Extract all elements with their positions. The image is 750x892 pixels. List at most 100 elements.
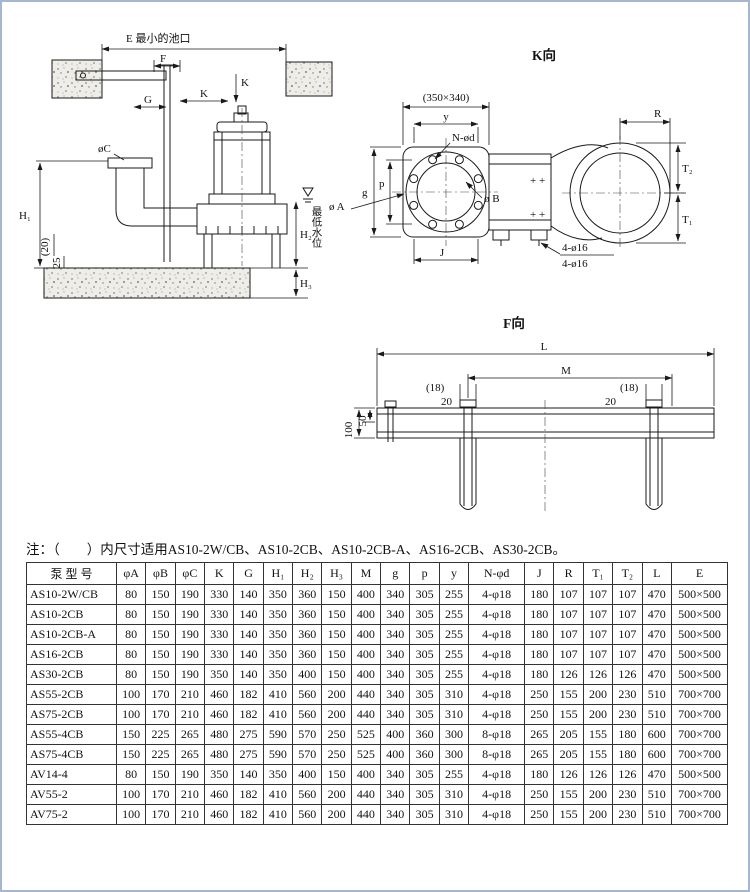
value-cell: 107 bbox=[582, 624, 614, 645]
value-cell: 210 bbox=[174, 784, 206, 805]
value-cell: 250 bbox=[321, 724, 352, 745]
value-cell: 210 bbox=[174, 704, 206, 725]
value-cell: 510 bbox=[641, 804, 672, 825]
k-view-dims bbox=[370, 102, 686, 264]
value-cell: 182 bbox=[233, 704, 264, 725]
value-cell: 150 bbox=[145, 764, 176, 785]
dim-label-k-height: K bbox=[241, 77, 249, 89]
column-header: J bbox=[524, 562, 555, 585]
value-cell: 350 bbox=[262, 624, 294, 645]
value-cell: 340 bbox=[380, 644, 411, 665]
column-header: G bbox=[233, 562, 264, 585]
value-cell: 275 bbox=[233, 724, 264, 745]
value-cell: 200 bbox=[321, 784, 352, 805]
value-cell: 126 bbox=[553, 764, 584, 785]
k-view bbox=[392, 136, 684, 250]
value-cell: 330 bbox=[204, 624, 235, 645]
value-cell: 255 bbox=[438, 664, 470, 685]
dim-label-g-small: g bbox=[362, 187, 368, 199]
value-cell: 200 bbox=[582, 804, 614, 825]
value-cell: 300 bbox=[438, 744, 470, 765]
value-cell: 107 bbox=[612, 624, 643, 645]
dim-label-plate-size: (350×340) bbox=[423, 92, 470, 104]
value-cell: 305 bbox=[409, 764, 440, 785]
value-cell: 150 bbox=[145, 584, 176, 605]
value-cell: 305 bbox=[409, 684, 440, 705]
bolt-note-bottom: 4-ø16 bbox=[562, 258, 588, 270]
column-header: R bbox=[553, 562, 584, 585]
value-cell: 440 bbox=[350, 784, 382, 805]
model-cell: AS55-2CB bbox=[26, 684, 117, 705]
value-cell: 400 bbox=[380, 724, 411, 745]
value-cell: 8-φ18 bbox=[468, 724, 526, 745]
value-cell: 4-φ18 bbox=[468, 804, 526, 825]
value-cell: 410 bbox=[262, 684, 294, 705]
value-cell: 600 bbox=[641, 724, 672, 745]
column-header: M bbox=[350, 562, 382, 585]
value-cell: 360 bbox=[292, 644, 323, 665]
value-cell: 126 bbox=[612, 664, 643, 685]
value-cell: 255 bbox=[438, 644, 470, 665]
value-cell: 4-φ18 bbox=[468, 784, 526, 805]
value-cell: 180 bbox=[524, 764, 555, 785]
anchor-bolt bbox=[384, 400, 397, 408]
value-cell: 500×500 bbox=[671, 604, 728, 625]
value-cell: 250 bbox=[524, 704, 555, 725]
value-cell: 170 bbox=[145, 804, 176, 825]
value-cell: 140 bbox=[233, 644, 264, 665]
f-view bbox=[376, 399, 715, 512]
value-cell: 155 bbox=[553, 784, 584, 805]
value-cell: 510 bbox=[641, 784, 672, 805]
water-level-symbol bbox=[302, 187, 314, 197]
value-cell: 560 bbox=[292, 804, 323, 825]
column-header: L bbox=[641, 562, 672, 585]
model-cell: AS75-2CB bbox=[26, 704, 117, 725]
value-cell: 310 bbox=[438, 804, 470, 825]
drawing-labels: E 最小的池口 F K K G øC H₁ (20) 25 H₂ H₃ 最低水位… bbox=[19, 31, 693, 438]
model-cell: AS30-2CB bbox=[26, 664, 117, 685]
column-header: H₃ bbox=[321, 562, 352, 585]
value-cell: 600 bbox=[641, 744, 672, 765]
dim-label-100: 100 bbox=[343, 421, 355, 438]
value-cell: 340 bbox=[380, 624, 411, 645]
value-cell: 525 bbox=[350, 744, 382, 765]
value-cell: 400 bbox=[350, 644, 382, 665]
dim-label-p: p bbox=[379, 178, 385, 190]
model-cell: AS55-4CB bbox=[26, 724, 117, 745]
value-cell: 310 bbox=[438, 684, 470, 705]
column-header: g bbox=[380, 562, 411, 585]
value-cell: 190 bbox=[174, 664, 206, 685]
value-cell: 400 bbox=[350, 604, 382, 625]
value-cell: 190 bbox=[174, 584, 206, 605]
value-cell: 460 bbox=[204, 804, 235, 825]
guide-pipe-right bbox=[645, 438, 663, 510]
dim-label-pool-opening: E 最小的池口 bbox=[126, 31, 190, 45]
value-cell: 330 bbox=[204, 604, 235, 625]
value-cell: 570 bbox=[292, 724, 323, 745]
value-cell: 180 bbox=[524, 624, 555, 645]
value-cell: 205 bbox=[553, 744, 584, 765]
value-cell: 700×700 bbox=[671, 744, 728, 765]
value-cell: 250 bbox=[524, 684, 555, 705]
model-cell: AS16-2CB bbox=[26, 644, 117, 665]
value-cell: 500×500 bbox=[671, 664, 728, 685]
pump-stand-legs bbox=[203, 234, 281, 268]
value-cell: 400 bbox=[380, 744, 411, 765]
value-cell: 255 bbox=[438, 624, 470, 645]
value-cell: 265 bbox=[524, 744, 555, 765]
bolt-hole bbox=[428, 219, 438, 229]
value-cell: 200 bbox=[321, 684, 352, 705]
value-cell: 80 bbox=[115, 664, 147, 685]
value-cell: 126 bbox=[553, 664, 584, 685]
value-cell: 180 bbox=[524, 644, 555, 665]
value-cell: 265 bbox=[174, 744, 206, 765]
value-cell: 525 bbox=[350, 724, 382, 745]
value-cell: 107 bbox=[553, 624, 584, 645]
column-header: T₁ bbox=[582, 562, 614, 585]
value-cell: 107 bbox=[553, 584, 584, 605]
